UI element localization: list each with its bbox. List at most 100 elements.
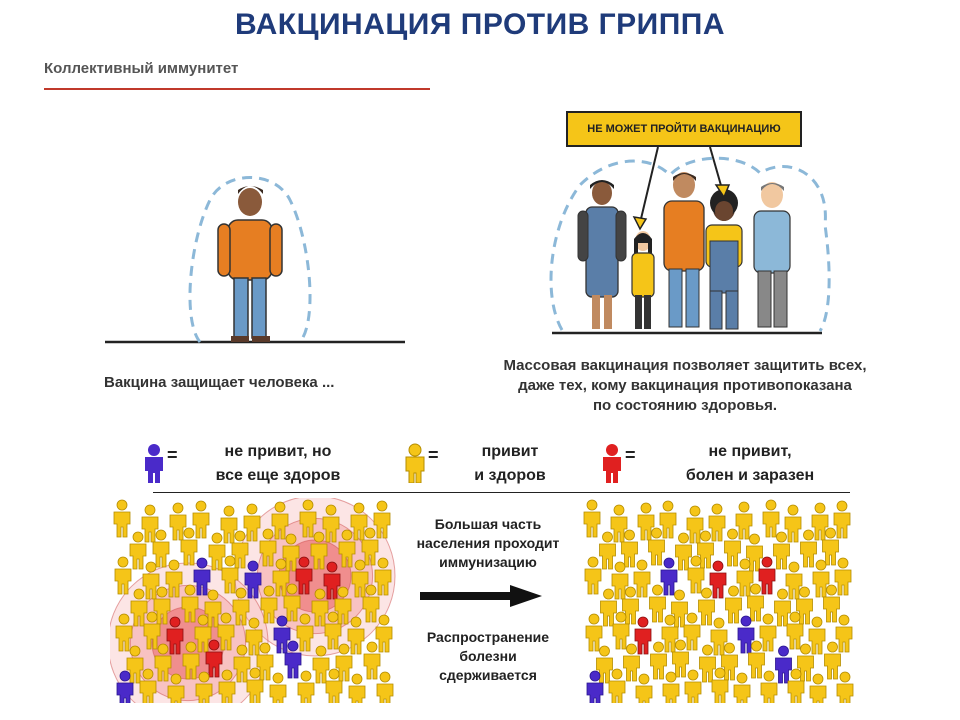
person-icon bbox=[648, 527, 665, 566]
person-icon bbox=[284, 640, 302, 679]
crowd-before-illustration bbox=[110, 498, 396, 703]
group-illustration bbox=[549, 146, 831, 335]
right-caption-line: Массовая вакцинация позволяет защитить в… bbox=[503, 357, 867, 374]
legend-line: привит bbox=[481, 443, 539, 460]
person-icon bbox=[649, 584, 666, 623]
person-icon bbox=[785, 561, 803, 600]
person-icon bbox=[675, 532, 692, 571]
page-title: ВАКЦИНАЦИЯ ПРОТИВ ГРИППА bbox=[234, 8, 726, 41]
legend-infected: не привит, болен и заразен bbox=[650, 440, 850, 488]
person-icon bbox=[787, 668, 805, 703]
person-icon bbox=[809, 673, 827, 703]
person-icon bbox=[684, 669, 702, 703]
person-icon bbox=[126, 645, 144, 684]
person-icon bbox=[141, 504, 159, 543]
shield-icon bbox=[549, 156, 831, 332]
legend-divider bbox=[153, 492, 850, 493]
person-icon bbox=[621, 529, 638, 568]
person-icon bbox=[363, 641, 381, 680]
legend-line: и здоров bbox=[474, 467, 546, 484]
person-icon bbox=[325, 668, 343, 703]
person-icon bbox=[220, 505, 238, 544]
legend-line: не привит, но bbox=[224, 443, 332, 460]
person-icon bbox=[747, 583, 764, 622]
mid-line: Большая часть bbox=[434, 516, 542, 532]
person-icon bbox=[608, 668, 626, 703]
person-icon bbox=[784, 504, 802, 543]
person-icon bbox=[659, 500, 677, 539]
person-icon bbox=[631, 231, 655, 329]
person-icon bbox=[622, 586, 639, 625]
person-icon bbox=[746, 533, 763, 572]
person-icon bbox=[167, 673, 185, 703]
legend-line: все еще здоров bbox=[215, 467, 341, 484]
person-icon bbox=[374, 557, 392, 596]
person-icon bbox=[256, 642, 274, 681]
person-icon bbox=[709, 560, 727, 599]
shield-icon bbox=[188, 176, 312, 343]
person-icon bbox=[373, 500, 391, 539]
person-icon bbox=[637, 502, 655, 541]
person-icon bbox=[297, 670, 315, 703]
person-icon bbox=[217, 612, 235, 651]
person-icon bbox=[623, 643, 640, 682]
person-icon bbox=[351, 559, 369, 598]
person-icon bbox=[724, 528, 741, 567]
right-caption-line: по состоянию здоровья. bbox=[593, 397, 777, 414]
person-icon bbox=[650, 641, 667, 680]
person-icon bbox=[824, 641, 841, 680]
person-icon bbox=[661, 614, 679, 653]
person-icon bbox=[612, 611, 630, 650]
person-icon bbox=[310, 531, 328, 570]
person-icon bbox=[243, 503, 261, 542]
legend-vaccinated: привит и здоров bbox=[450, 440, 570, 488]
person-icon bbox=[753, 182, 791, 328]
subtitle-underline bbox=[44, 88, 430, 90]
mid-line: населения проходит bbox=[416, 535, 560, 551]
person-icon bbox=[260, 585, 278, 624]
legend-equals: = bbox=[167, 445, 178, 465]
person-icon bbox=[182, 641, 200, 680]
left-caption: Вакцина защищает человека ... bbox=[104, 374, 335, 391]
person-icon bbox=[671, 589, 688, 628]
person-icon bbox=[735, 501, 753, 540]
person-icon bbox=[221, 555, 239, 594]
person-icon bbox=[195, 671, 213, 703]
person-icon bbox=[130, 588, 148, 627]
person-icon bbox=[736, 558, 754, 597]
person-icon bbox=[204, 589, 222, 628]
person-icon bbox=[142, 561, 160, 600]
person-icon bbox=[166, 616, 184, 655]
person-icon bbox=[662, 671, 680, 703]
person-icon bbox=[205, 639, 223, 678]
person-icon bbox=[686, 505, 704, 544]
person-icon bbox=[322, 504, 340, 543]
person-icon bbox=[405, 443, 425, 483]
person-icon bbox=[808, 616, 826, 655]
person-icon bbox=[324, 611, 342, 650]
person-icon bbox=[116, 670, 134, 703]
person-icon bbox=[246, 667, 264, 703]
person-icon bbox=[338, 529, 356, 568]
person-icon bbox=[600, 588, 617, 627]
legend-line: болен и заразен bbox=[685, 467, 815, 484]
person-icon bbox=[800, 529, 817, 568]
person-icon bbox=[350, 502, 368, 541]
person-icon bbox=[834, 557, 852, 596]
person-icon bbox=[169, 502, 187, 541]
person-icon bbox=[687, 555, 705, 594]
person-icon bbox=[786, 611, 804, 650]
person-icon bbox=[823, 584, 840, 623]
person-icon bbox=[833, 500, 851, 539]
person-icon bbox=[633, 559, 651, 598]
person-icon bbox=[272, 558, 290, 597]
right-caption-line: даже тех, кому вакцинация противопоказан… bbox=[518, 377, 852, 394]
person-icon bbox=[273, 615, 291, 654]
person-icon bbox=[760, 670, 778, 703]
person-icon bbox=[583, 499, 601, 538]
legend-unvaccinated-healthy: не привит, но все еще здоров bbox=[188, 440, 368, 488]
person-icon bbox=[721, 642, 738, 681]
person-icon bbox=[663, 172, 705, 328]
person-icon bbox=[208, 532, 226, 571]
person-icon bbox=[634, 616, 652, 655]
